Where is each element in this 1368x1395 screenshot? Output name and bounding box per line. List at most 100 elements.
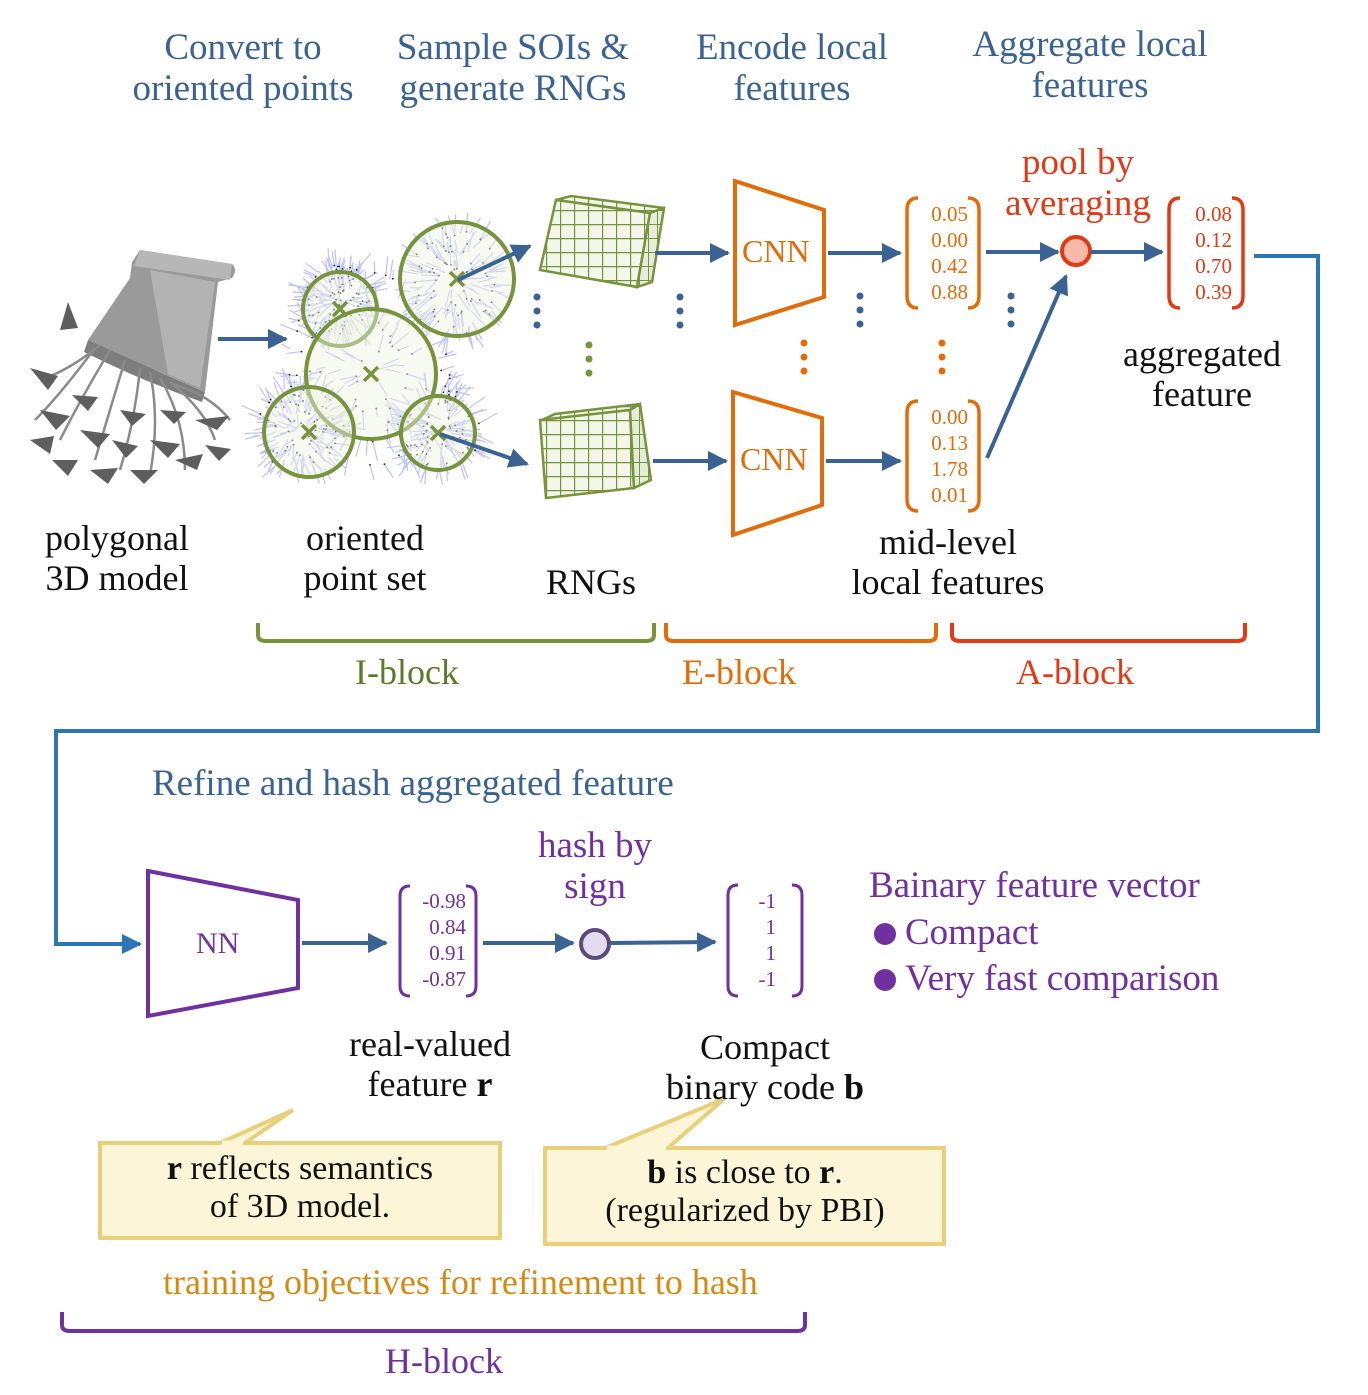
step-title-encode: Encode local features — [680, 27, 904, 110]
step-title-line: Encode local — [695, 27, 889, 68]
i-block-brace — [256, 623, 656, 643]
step-title-aggregate: Aggregate local features — [950, 24, 1230, 107]
symbol-b: b — [843, 1067, 864, 1108]
label-line: Compact — [700, 1027, 830, 1067]
cnn-block-top — [733, 178, 826, 328]
ellipsis-orange-1 — [800, 339, 808, 375]
callout-r-shape — [98, 1108, 502, 1240]
step-title-sample: Sample SOIs & generate RNGs — [380, 27, 646, 110]
label-line: feature r — [320, 1064, 540, 1104]
vector-value: 0.70 — [1195, 254, 1232, 278]
symbol-r: r — [476, 1064, 493, 1105]
polygonal-3d-model-image — [30, 250, 235, 484]
vector-value: 0.00 — [931, 228, 968, 252]
vector-value: -0.87 — [422, 967, 466, 991]
a-block-brace — [950, 623, 1247, 643]
arrow-soi-to-rng-bottom — [439, 432, 529, 468]
oriented-point-set-image — [241, 212, 514, 485]
label-line: oriented — [306, 518, 424, 558]
callout-line: (regularized by PBI) — [605, 1192, 885, 1230]
bullet-icon — [874, 969, 896, 991]
arrow-soi-to-rng-top — [457, 244, 532, 282]
symbol-b: b — [647, 1154, 667, 1191]
hash-label-line: hash by — [537, 825, 653, 866]
label-line: mid-level — [879, 522, 1017, 562]
vector-value: 0.84 — [429, 915, 466, 939]
bracket-local-top — [905, 196, 981, 310]
label-oriented-point-set: oriented point set — [275, 518, 455, 599]
cnn-block-bottom — [731, 389, 824, 538]
vector-value: 0.05 — [931, 202, 968, 226]
callout-text-part: is close to — [666, 1154, 820, 1191]
vector-value: 1 — [765, 941, 777, 965]
callout-line: r reflects semantics — [100, 1150, 500, 1188]
hash-label-line: sign — [564, 866, 626, 908]
h-block-brace — [60, 1312, 807, 1333]
label-text: binary code — [666, 1067, 844, 1108]
arrow-hash-to-binary — [609, 932, 717, 953]
e-block-brace — [664, 623, 938, 643]
binary-info-title: Bainary feature vector — [869, 865, 1200, 906]
step-title-line: generate RNGs — [399, 68, 627, 110]
ellipsis-dots — [533, 292, 1015, 377]
label-line: real-valued — [349, 1024, 511, 1064]
aggregated-feature-vector: 0.08 0.12 0.70 0.39 — [1180, 201, 1232, 305]
connector-aggregated-to-nn — [54, 254, 1320, 954]
symbol-r: r — [819, 1154, 835, 1191]
pool-label-line: averaging — [1005, 183, 1151, 225]
cnn-bottom-label: CNN — [740, 441, 808, 477]
label-line: binary code b — [640, 1067, 890, 1107]
label-line: 3D model — [45, 558, 189, 599]
e-block-label: E-block — [682, 652, 796, 692]
step-title-convert: Convert to oriented points — [118, 27, 368, 110]
callout-line: of 3D model. — [209, 1188, 391, 1226]
vector-value: -1 — [758, 967, 777, 991]
nn-block — [146, 868, 300, 1019]
step-title-line: Convert to — [164, 27, 322, 68]
pool-label-line: pool by — [1021, 142, 1135, 183]
local-feature-bottom-vector: 0.00 0.13 1.78 0.01 — [916, 404, 968, 508]
h-block-label: H-block — [385, 1341, 503, 1381]
training-objectives-label: training objectives for refinement to ha… — [163, 1262, 758, 1302]
step-title-line: oriented points — [132, 68, 354, 110]
label-text: feature — [367, 1064, 477, 1105]
step-title-line: features — [1031, 65, 1149, 107]
vector-value: 0.88 — [931, 280, 968, 304]
vector-value: 0.39 — [1195, 280, 1232, 304]
pool-node — [1060, 235, 1092, 267]
step-title-refine: Refine and hash aggregated feature — [152, 763, 674, 804]
label-aggregated-feature: aggregated feature — [1104, 334, 1300, 415]
step-title-line: features — [733, 68, 851, 110]
callout-r-text: r reflects semantics of 3D model. — [100, 1150, 500, 1227]
binary-info-bullet: Compact — [905, 912, 1039, 953]
vector-value: 0.42 — [931, 254, 968, 278]
callout-b-shape — [543, 1097, 946, 1246]
vector-value: -1 — [758, 889, 777, 913]
label-mid-level-features: mid-level local features — [826, 522, 1070, 603]
ellipsis-blue-2 — [676, 293, 684, 329]
soi-center-marks — [300, 270, 466, 442]
symbol-r: r — [166, 1150, 182, 1187]
step-title-line: Sample SOIs & — [396, 27, 630, 68]
ellipsis-blue-4 — [1007, 292, 1015, 328]
label-binary-code: Compact binary code b — [640, 1027, 890, 1108]
ellipsis-blue-1 — [533, 293, 541, 329]
arrow-feature-bottom-to-pool — [985, 274, 1069, 459]
ellipsis-orange-2 — [938, 339, 946, 375]
vector-value: 0.01 — [931, 483, 968, 507]
label-polygonal-model: polygonal 3D model — [22, 518, 212, 599]
hash-label: hash by sign — [510, 825, 680, 908]
vector-value: 0.00 — [931, 405, 968, 429]
vector-value: -0.98 — [422, 889, 466, 913]
rng-grid-top — [538, 194, 666, 289]
vector-value: 0.12 — [1195, 228, 1232, 252]
ellipsis-blue-3 — [856, 292, 864, 328]
label-line: local features — [851, 562, 1045, 603]
nn-label: NN — [196, 927, 240, 960]
step-title-line: Aggregate local — [972, 24, 1208, 65]
ellipsis-green — [585, 341, 593, 377]
label-line: point set — [303, 558, 427, 599]
callout-b-text: b is close to r. (regularized by PBI) — [545, 1154, 945, 1231]
i-block-label: I-block — [355, 652, 459, 692]
bracket-real-valued — [398, 884, 478, 998]
